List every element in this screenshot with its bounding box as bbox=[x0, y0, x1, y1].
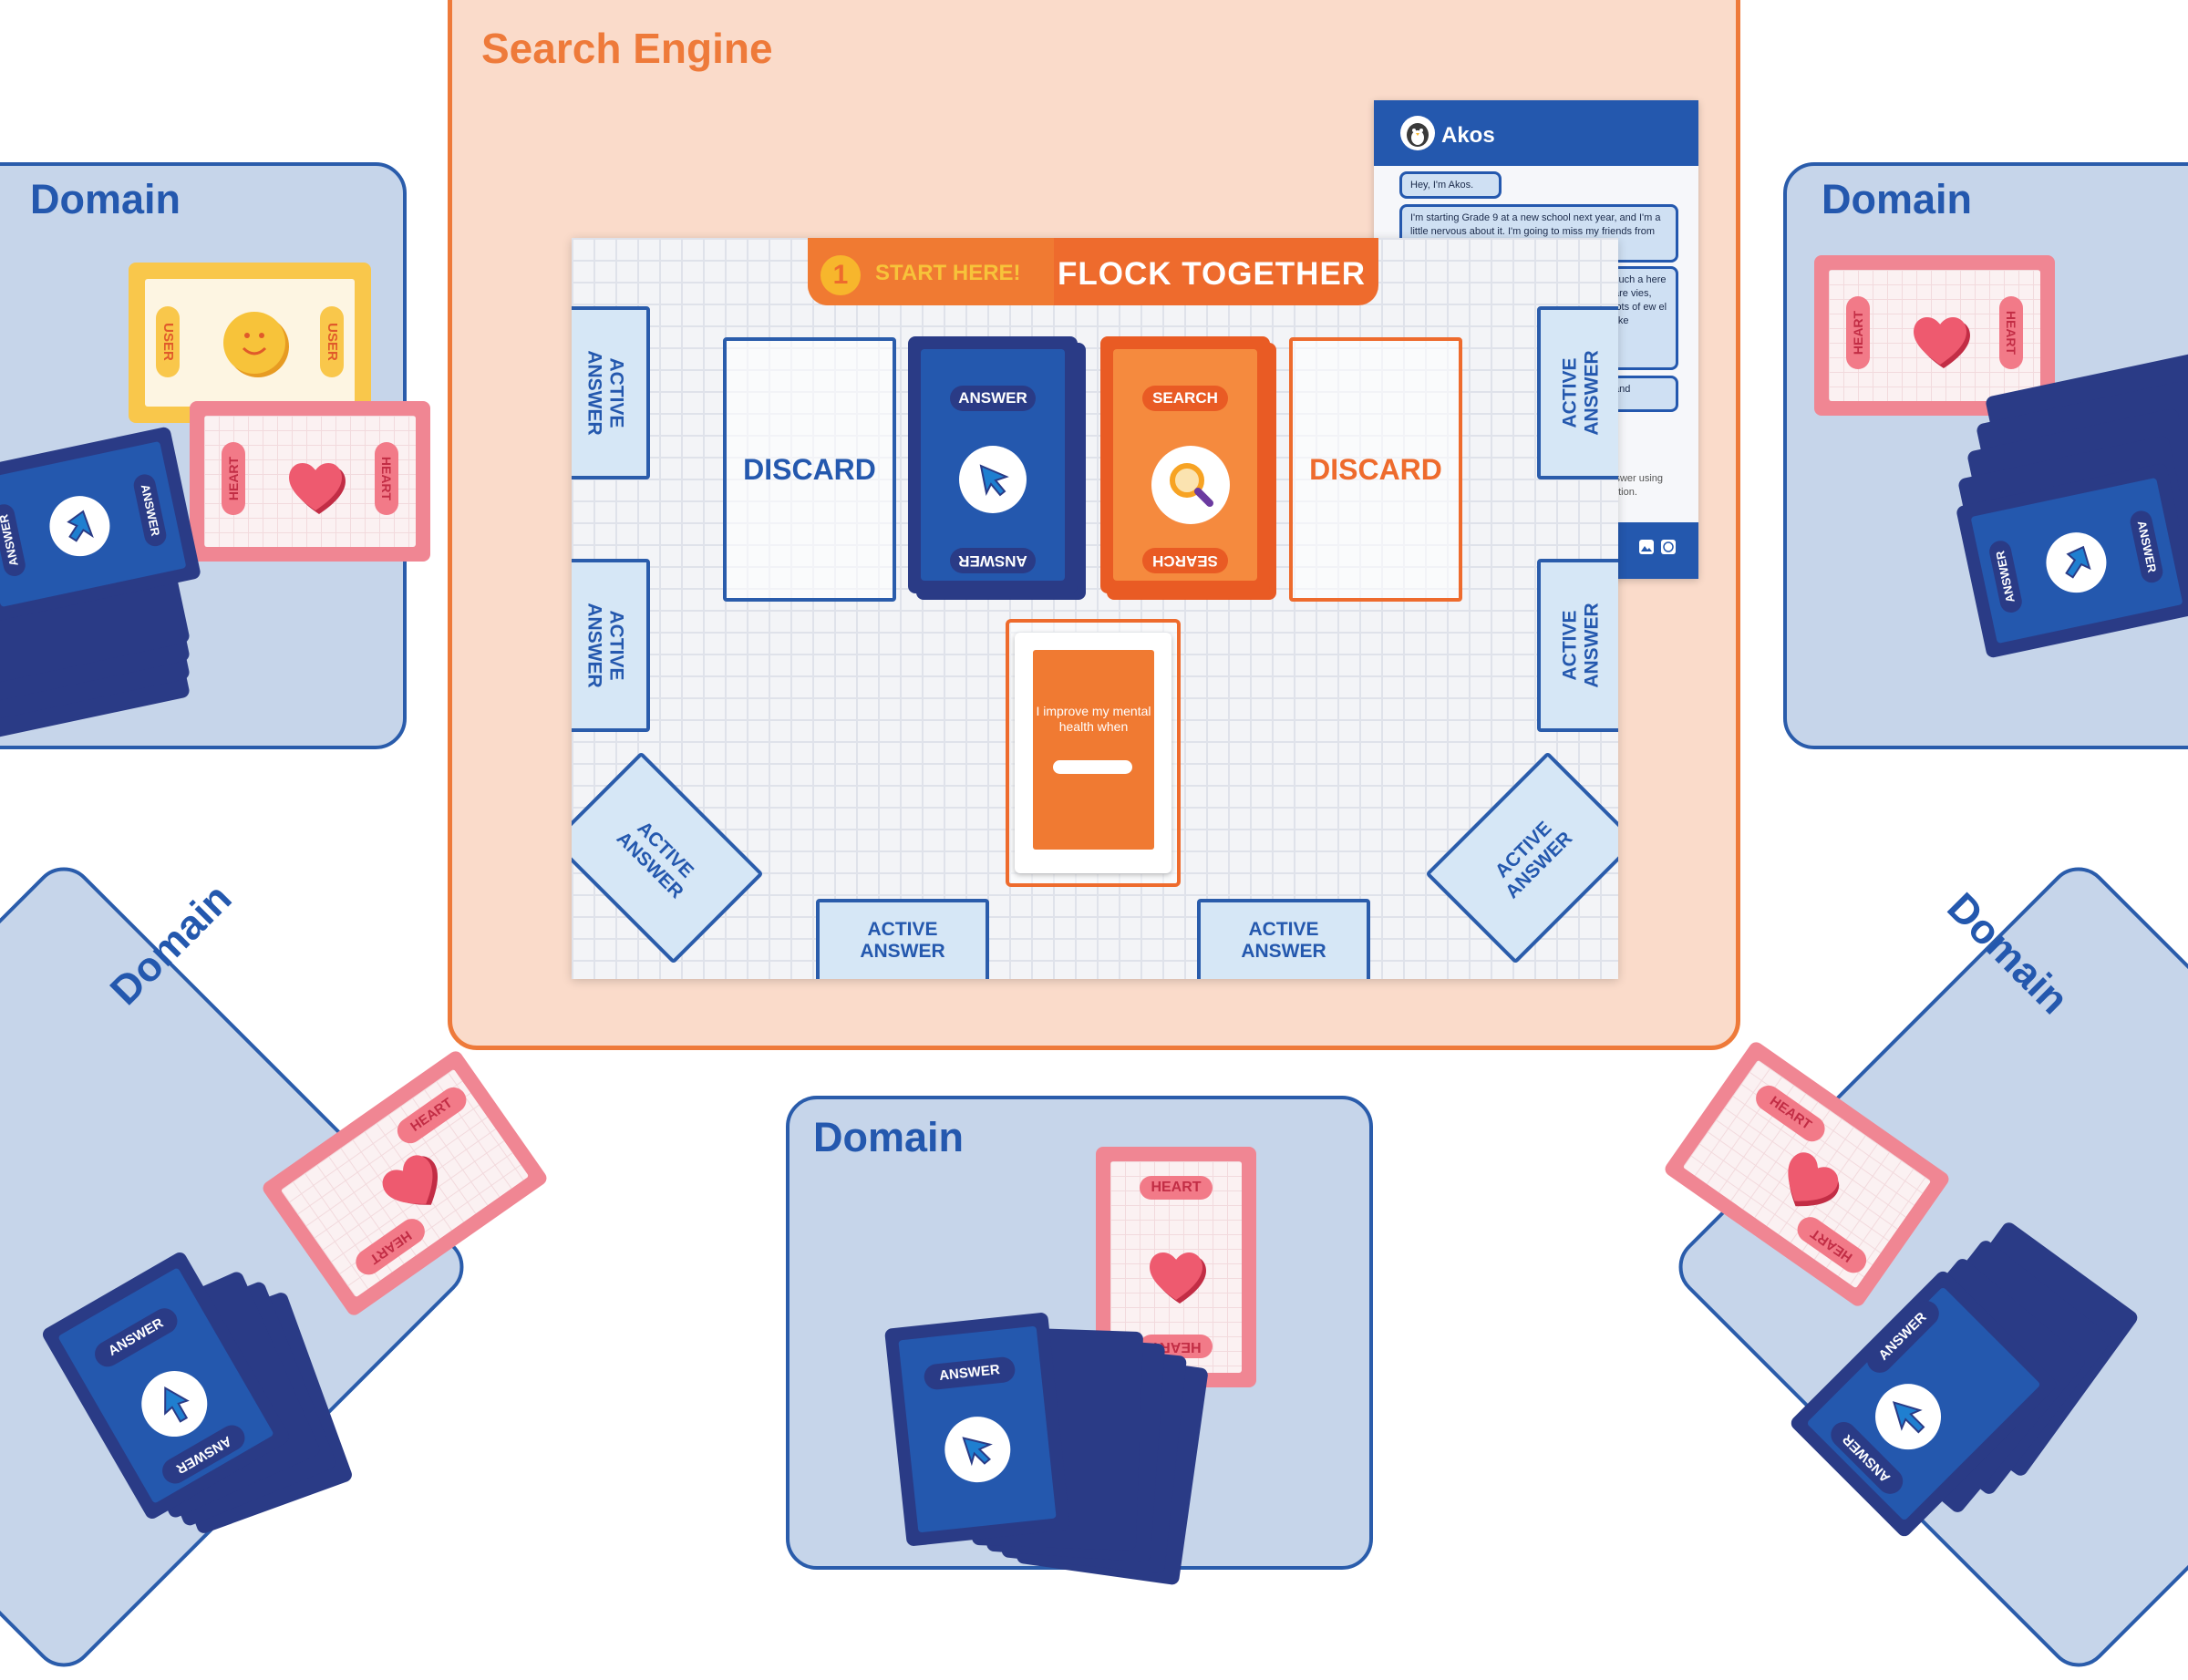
search-engine-title: Search Engine bbox=[481, 25, 773, 72]
heart-pill: HEART bbox=[1792, 1211, 1872, 1278]
magnifier-circle bbox=[1151, 446, 1230, 524]
active-answer-slot-bottom-left[interactable]: ACTIVE ANSWER bbox=[816, 899, 989, 979]
chat-contact-name: Akos bbox=[1441, 123, 1495, 148]
answer-card-hand[interactable]: ANSWER ANSWER bbox=[1955, 462, 2188, 659]
active-answer-slot-right-top[interactable]: ACTIVE ANSWER bbox=[1537, 306, 1618, 479]
active-answer-slot-left-top[interactable]: ACTIVE ANSWER bbox=[572, 306, 650, 479]
heart-pill: HEART bbox=[350, 1213, 430, 1280]
active-answer-slot-bottom-right[interactable]: ACTIVE ANSWER bbox=[1197, 899, 1370, 979]
answer-pill: ANSWER bbox=[950, 548, 1036, 573]
cursor-arrow-icon bbox=[164, 1386, 190, 1423]
search-pill: SEARCH bbox=[1142, 548, 1228, 573]
answer-pill: ANSWER bbox=[2128, 509, 2165, 585]
answer-pill: ANSWER bbox=[923, 1355, 1017, 1391]
heart-card[interactable]: HEART HEART bbox=[190, 401, 430, 562]
cursor-arrow-icon bbox=[67, 510, 94, 542]
answer-deck[interactable]: ANSWER ANSWER bbox=[908, 336, 1078, 593]
answer-card-hand[interactable]: ANSWER ANSWER bbox=[40, 1250, 292, 1521]
board-banner bbox=[808, 238, 1378, 305]
answer-card-hand[interactable]: ANSWER ANSWER bbox=[0, 426, 202, 623]
heart-pill: HEART bbox=[1999, 296, 2023, 369]
smiley-icon bbox=[223, 312, 289, 377]
active-answer-slot-diag-right[interactable]: ACTIVE ANSWER bbox=[1425, 751, 1618, 964]
cursor-arrow-icon bbox=[1892, 1401, 1925, 1434]
cursor-circle bbox=[2040, 527, 2112, 599]
heart-card[interactable]: HEART HEART bbox=[1814, 255, 2055, 416]
image-icon[interactable] bbox=[1638, 539, 1655, 555]
chat-header: Akos bbox=[1374, 100, 1698, 166]
user-pill: USER bbox=[156, 306, 180, 377]
domain-zone-bottom-right bbox=[1666, 854, 2188, 1680]
cursor-arrow-icon bbox=[979, 464, 1009, 497]
chat-snippet: iswer using ution. bbox=[1613, 473, 1664, 498]
answer-pill: ANSWER bbox=[89, 1304, 182, 1372]
active-answer-slot-left-bottom[interactable]: ACTIVE ANSWER bbox=[572, 559, 650, 732]
heart-pill: HEART bbox=[392, 1082, 471, 1149]
search-pill: SEARCH bbox=[1142, 386, 1228, 411]
heart-icon bbox=[382, 1155, 439, 1205]
penguin-avatar-icon bbox=[1400, 116, 1435, 150]
step-number-badge: 1 bbox=[820, 255, 861, 295]
cursor-circle bbox=[1862, 1370, 1955, 1464]
cursor-circle bbox=[959, 446, 1027, 513]
answer-pill: ANSWER bbox=[131, 472, 169, 549]
cursor-circle bbox=[44, 490, 116, 562]
chat-message: I'm starting Grade 9 at a new school nex… bbox=[1399, 204, 1678, 263]
answer-card-hand[interactable]: ANSWER bbox=[883, 1312, 1071, 1547]
domain-label: Domain bbox=[813, 1114, 965, 1160]
heart-pill: HEART bbox=[1140, 1176, 1213, 1200]
active-answer-slot-right-bottom[interactable]: ACTIVE ANSWER bbox=[1537, 559, 1618, 732]
cursor-arrow-icon bbox=[962, 1437, 993, 1467]
domain-label: Domain bbox=[1822, 176, 1973, 222]
heart-pill: HEART bbox=[222, 442, 245, 515]
heart-card[interactable]: HEART HEART bbox=[260, 1048, 550, 1318]
heart-icon bbox=[1150, 1252, 1206, 1304]
search-deck[interactable]: SEARCH SEARCH bbox=[1100, 336, 1270, 593]
chat-message: Hey, I'm Akos. bbox=[1399, 171, 1502, 199]
answer-card-hand[interactable]: ANSWER ANSWER bbox=[1788, 1268, 2059, 1540]
cursor-circle bbox=[129, 1358, 220, 1449]
prompt-text: I improve my mental health when bbox=[1036, 704, 1151, 734]
prompt-answer-bar bbox=[1053, 760, 1132, 774]
discard-pile-answer[interactable]: DISCARD bbox=[723, 337, 896, 602]
heart-pill: HEART bbox=[1750, 1080, 1831, 1147]
answer-pill: ANSWER bbox=[1987, 538, 2025, 615]
heart-icon bbox=[289, 462, 346, 514]
emoji-icon[interactable] bbox=[1660, 539, 1677, 555]
answer-pill: ANSWER bbox=[950, 386, 1036, 411]
heart-icon bbox=[1914, 316, 1970, 368]
cursor-arrow-icon bbox=[2065, 545, 2091, 579]
discard-pile-search[interactable]: DISCARD bbox=[1289, 337, 1462, 602]
heart-icon bbox=[1788, 1152, 1840, 1207]
user-pill: USER bbox=[320, 306, 344, 377]
user-card[interactable]: USER USER bbox=[129, 263, 371, 423]
heart-card[interactable]: HEART HEART bbox=[1662, 1039, 1952, 1309]
active-answer-slot-diag-left[interactable]: ACTIVE ANSWER bbox=[572, 751, 764, 964]
start-here-text: START HERE! bbox=[875, 261, 1021, 285]
magnifier-icon bbox=[1170, 463, 1213, 507]
heart-pill: HEART bbox=[1846, 296, 1870, 369]
answer-pill: ANSWER bbox=[0, 501, 28, 579]
domain-label: Domain bbox=[30, 176, 181, 222]
cursor-circle bbox=[941, 1413, 1014, 1486]
game-title: FLOCK TOGETHER bbox=[1058, 256, 1367, 292]
heart-pill: HEART bbox=[375, 442, 398, 515]
